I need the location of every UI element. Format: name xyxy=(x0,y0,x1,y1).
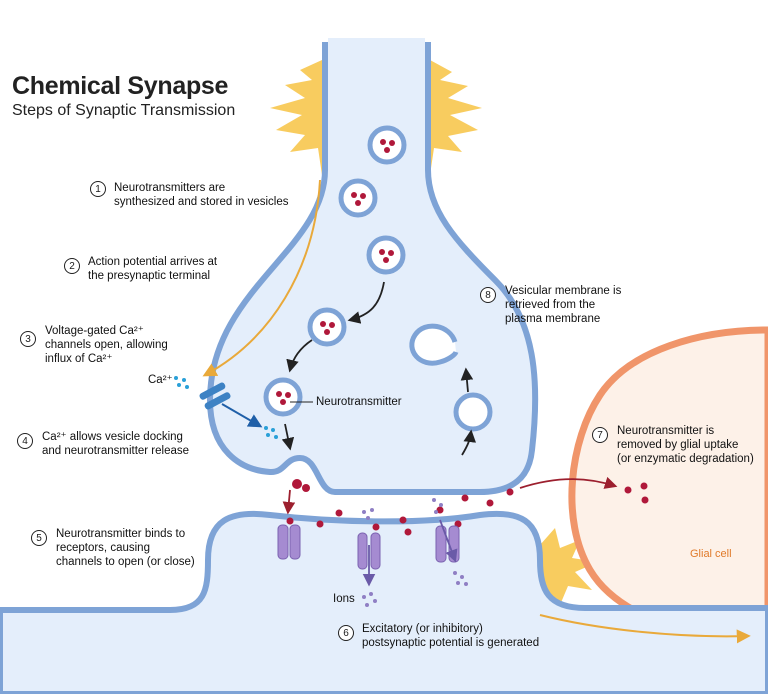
step-3-number: 3 xyxy=(20,331,36,347)
docked-vesicle xyxy=(292,479,310,492)
postsynaptic-neuron xyxy=(0,510,768,694)
action-potential-flash-lower xyxy=(540,528,598,605)
arrow-vesicle-4-to-5 xyxy=(286,339,313,373)
step-7-number: 7 xyxy=(592,427,608,443)
calcium-label: Ca²⁺ xyxy=(148,374,173,386)
step-5-number: 5 xyxy=(31,530,47,546)
arrow-calcium-influx xyxy=(221,403,263,428)
vesicle-4 xyxy=(307,307,347,347)
receptor-1 xyxy=(277,524,301,560)
step-4-number: 4 xyxy=(17,433,33,449)
step-2-number: 2 xyxy=(64,258,80,274)
recycling-vesicle-open xyxy=(409,323,459,366)
vesicle-2 xyxy=(338,178,378,218)
vesicle-3 xyxy=(366,235,406,275)
ions-postsynaptic xyxy=(362,571,468,607)
cleft-neurotransmitters xyxy=(286,488,514,536)
arrow-ion-flow-2 xyxy=(439,519,458,563)
action-potential-flash-left xyxy=(270,60,322,175)
glial-cell-label: Glial cell xyxy=(690,548,732,560)
step-6-number: 6 xyxy=(338,625,354,641)
action-potential-flash-right xyxy=(430,60,482,175)
step-6-text: Excitatory (or inhibitory)postsynaptic p… xyxy=(362,623,540,649)
arrow-postsynaptic-potential xyxy=(539,614,751,644)
arrow-recycle-up xyxy=(461,429,476,456)
diagram-title: Chemical Synapse xyxy=(12,72,229,100)
recycling-vesicle-closed xyxy=(453,392,493,432)
step-1-number: 1 xyxy=(90,181,106,197)
vesicle-5 xyxy=(263,377,303,417)
diagram-subtitle: Steps of Synaptic Transmission xyxy=(12,102,236,119)
arrow-vesicle-5-to-dock xyxy=(281,423,295,451)
ions-cleft xyxy=(362,498,443,520)
arrow-recycle-up-2 xyxy=(460,367,474,393)
arrow-glial-uptake xyxy=(519,476,618,489)
glial-neurotransmitters xyxy=(624,482,649,504)
receptor-2 xyxy=(357,532,381,570)
calcium-channel xyxy=(199,382,231,410)
vesicle-1 xyxy=(367,125,407,165)
step-3-text: Voltage-gated Ca²⁺channels open, allowin… xyxy=(45,325,168,365)
calcium-ions-outside xyxy=(174,376,189,389)
arrow-action-potential xyxy=(202,179,321,377)
ions-label: Ions xyxy=(333,593,355,605)
glial-cell xyxy=(568,326,768,644)
arrow-vesicle-3-to-4 xyxy=(347,281,385,324)
neurotransmitter-label: Neurotransmitter xyxy=(316,396,402,408)
calcium-ions-inside xyxy=(264,426,278,439)
arrow-release xyxy=(282,489,296,515)
step-8-number: 8 xyxy=(480,287,496,303)
